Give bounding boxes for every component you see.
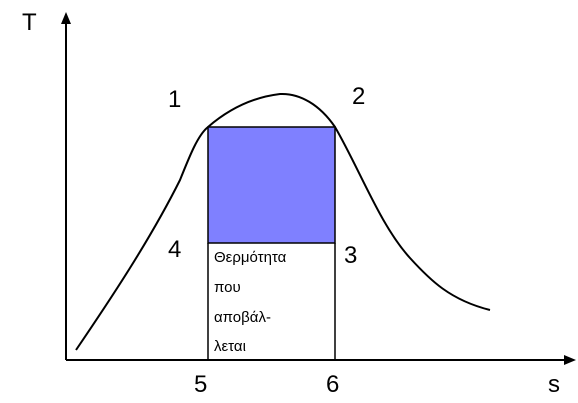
y-axis-label: T: [22, 9, 37, 36]
point-label-4: 4: [168, 236, 181, 263]
rejected-heat-line-4: λεται: [214, 338, 246, 355]
point-label-3: 3: [344, 242, 357, 269]
x-axis-arrow: [564, 355, 576, 365]
rejected-heat-line-3: αποβάλ-: [214, 309, 271, 326]
rejected-heat-label: Θερμότητα που αποβάλ- λεται: [214, 249, 287, 355]
point-label-1: 1: [168, 86, 181, 113]
saturation-curve: [75, 92, 491, 351]
y-axis-arrow: [61, 12, 71, 24]
x-axis-label: s: [548, 371, 560, 398]
axes: [61, 12, 576, 365]
point-label-2: 2: [352, 83, 365, 110]
rejected-heat-line-1: Θερμότητα: [214, 249, 287, 266]
point-label-6: 6: [326, 371, 339, 398]
rejected-heat-line-2: που: [214, 279, 241, 296]
point-label-5: 5: [194, 371, 207, 398]
cycle-work-area: [207, 126, 336, 244]
